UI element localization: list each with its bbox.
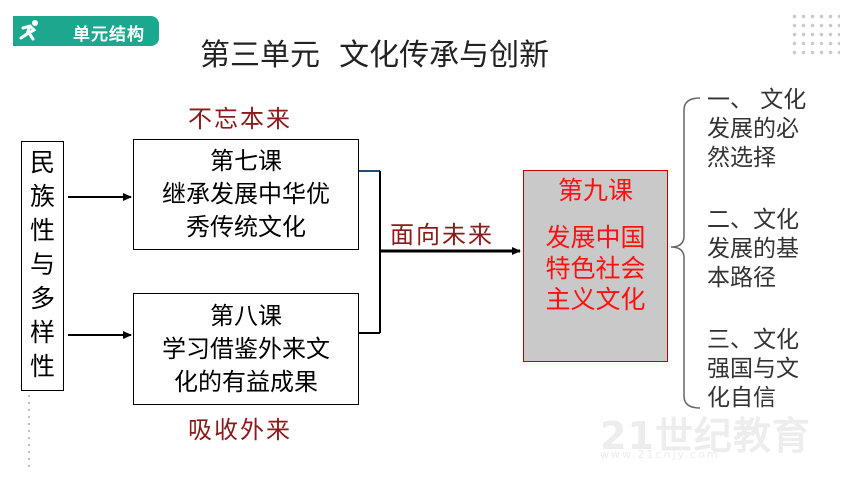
lesson9-title: 第九课 <box>557 176 633 205</box>
lesson9-text: 特色社会 <box>545 254 646 283</box>
right-item-3: 三、文化 强国与文 化自信 <box>707 326 799 413</box>
left-char: 与 <box>29 250 55 279</box>
right-item-2: 二、文化 发展的基 本路径 <box>707 206 799 293</box>
lesson9-text: 主义文化 <box>545 285 646 314</box>
lesson8-text: 学习借鉴外来文 <box>162 335 330 363</box>
left-char: 性 <box>29 216 55 245</box>
left-char: 族 <box>29 182 55 211</box>
left-char: 多 <box>29 284 55 313</box>
watermark-url: www.21cnjy.com <box>600 448 720 461</box>
badge-label: 单元结构 <box>73 25 145 45</box>
lesson7-text: 继承发展中华优 <box>162 180 330 208</box>
lesson9-box: 第九课 发展中国 特色社会 主义文化 <box>523 170 668 362</box>
lesson8-text: 化的有益成果 <box>174 368 318 396</box>
lesson7-text: 秀传统文化 <box>186 213 306 241</box>
unit-structure-badge: 单元结构 <box>13 16 159 46</box>
watermark-brand: 21世纪教育 <box>600 414 811 458</box>
runner-icon <box>19 20 38 41</box>
left-char: 民 <box>29 148 55 177</box>
right-item-text: 三、文化 <box>707 327 799 353</box>
right-item-text: 发展的必 <box>707 116 799 142</box>
right-item-text: 二、文化 <box>707 207 799 233</box>
lesson8-title: 第八课 <box>210 302 282 330</box>
right-item-text: 发展的基 <box>707 236 799 262</box>
dot-grid-decoration <box>790 12 840 56</box>
label-absorb-foreign: 吸收外来 <box>188 416 292 444</box>
lesson7-box: 第七课 继承发展中华优 秀传统文化 <box>133 139 359 250</box>
page-title: 第三单元 文化传承与创新 <box>200 38 550 73</box>
nationality-diversity-box: 民 族 性 与 多 样 性 <box>21 141 64 391</box>
lesson8-box: 第八课 学习借鉴外来文 化的有益成果 <box>133 293 359 405</box>
right-brace <box>670 97 701 409</box>
lesson9-text: 发展中国 <box>545 223 646 252</box>
right-item-text: 一、 文化 <box>707 87 807 113</box>
right-item-text: 然选择 <box>707 145 776 171</box>
left-char: 性 <box>29 352 55 381</box>
right-item-text: 化自信 <box>707 385 776 411</box>
right-item-text: 强国与文 <box>707 356 799 382</box>
label-face-future: 面向未来 <box>390 221 494 249</box>
right-item-1: 一、 文化 发展的必 然选择 <box>707 86 806 173</box>
right-item-text: 本路径 <box>707 265 776 291</box>
label-not-forget-roots: 不忘本来 <box>188 105 292 133</box>
lesson7-title: 第七课 <box>210 147 282 175</box>
left-char: 样 <box>29 318 55 347</box>
